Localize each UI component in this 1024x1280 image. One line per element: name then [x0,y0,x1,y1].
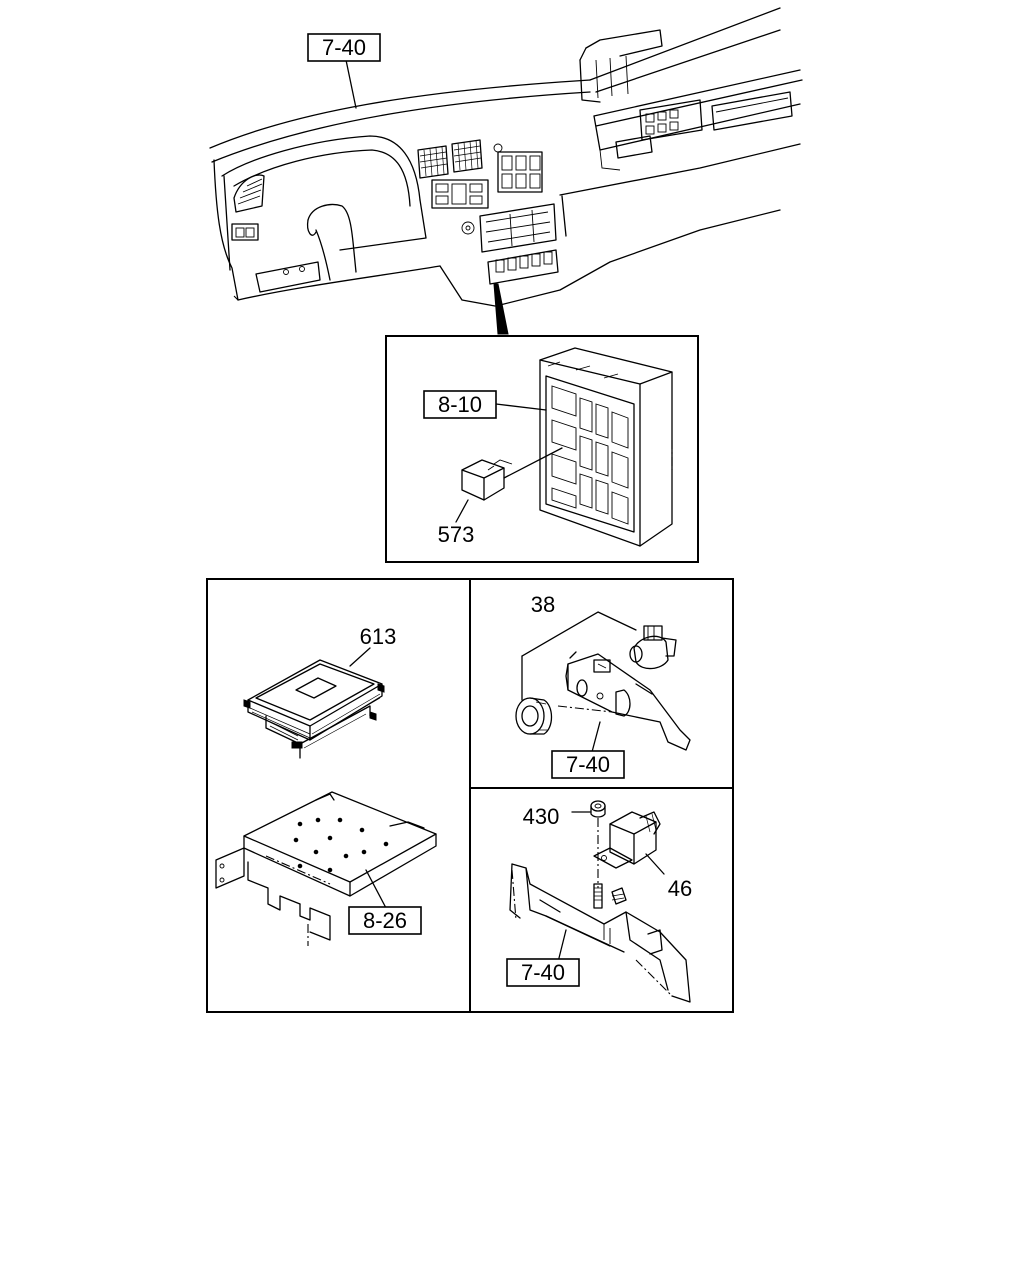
center-stack [431,143,567,285]
svg-text:7-40: 7-40 [322,35,366,60]
callout-sensor-bracket-ref: 7-40 [551,750,625,779]
callout-bracket-ref: 8-26 [348,906,422,935]
ecu-bracket [215,791,437,946]
svg-text:7-40: 7-40 [566,752,610,777]
svg-text:8-26: 8-26 [363,908,407,933]
part-number-430: 430 [523,804,560,829]
left-vent [233,174,265,213]
part-number-46: 46 [668,876,692,901]
callout-relay-box-ref: 8-10 [423,390,547,419]
part-number-613: 613 [360,624,397,649]
part-number-38: 38 [531,592,555,617]
center-vents [417,139,483,179]
relay-block [539,347,673,547]
callout-relay2-bracket-ref: 7-40 [506,958,580,987]
svg-text:8-10: 8-10 [438,392,482,417]
svg-text:7-40: 7-40 [521,960,565,985]
relay-573 [461,447,563,501]
part-number-573: 573 [438,522,475,547]
right-dash-section [579,29,803,171]
sensor-assembly-38 [515,611,691,753]
instrument-panel-illustration [209,7,803,335]
lower-parts-panel: 613 [206,578,734,1013]
relay-box-panel: 8-10 573 [385,335,699,563]
ecu-module-613 [243,647,385,759]
callout-dash-ref: 7-40 [307,33,381,109]
relay-46-assembly [509,800,691,1003]
